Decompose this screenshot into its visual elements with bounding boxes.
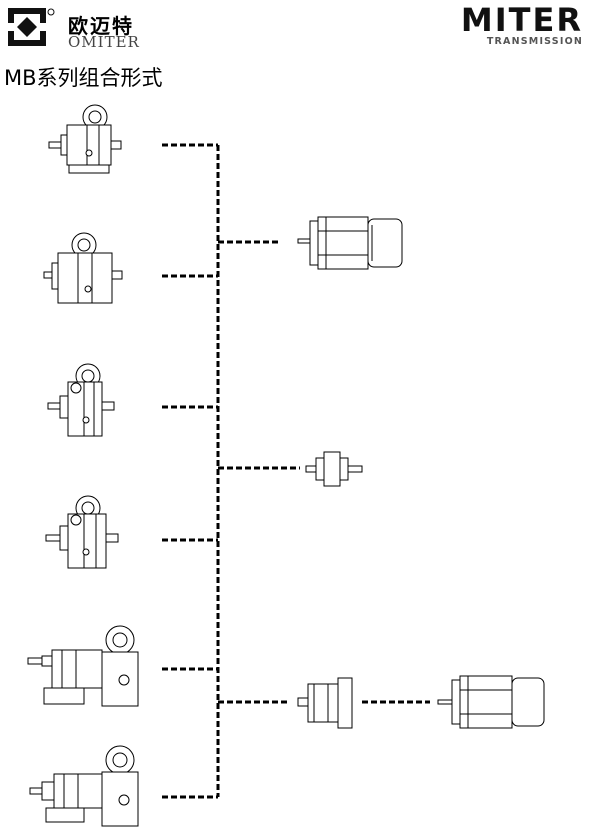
input-shaft-adapter-icon xyxy=(305,451,363,487)
mb-reducer-foot-mount-icon xyxy=(48,104,122,174)
brand-english-name: OMITER xyxy=(68,33,140,51)
mb-reducer-double-shaft-icon xyxy=(47,363,115,437)
miter-transmission-logo: MITER TRANSMISSION xyxy=(433,4,583,48)
mb-reducer-worm-gear-combo-icon xyxy=(27,625,139,707)
mb-reducer-flange-input-icon xyxy=(43,232,123,304)
mb-reducer-worm-gear-combo-flange-icon xyxy=(29,745,139,827)
omiter-logo: 欧迈特 OMITER xyxy=(6,6,166,51)
page-title: MB系列组合形式 xyxy=(4,66,163,90)
connector-lines xyxy=(162,143,430,799)
brand-chinese-name: 欧迈特 xyxy=(68,14,134,38)
miter-logo-text: MITER xyxy=(460,1,583,39)
flange-adapter-icon xyxy=(297,677,353,729)
transmission-logo-text: TRANSMISSION xyxy=(486,36,583,47)
electric-motor-icon xyxy=(297,216,403,270)
omiter-emblem-icon xyxy=(6,8,55,46)
electric-motor-icon xyxy=(437,675,545,729)
mb-reducer-double-shaft-flange-icon xyxy=(45,495,119,569)
